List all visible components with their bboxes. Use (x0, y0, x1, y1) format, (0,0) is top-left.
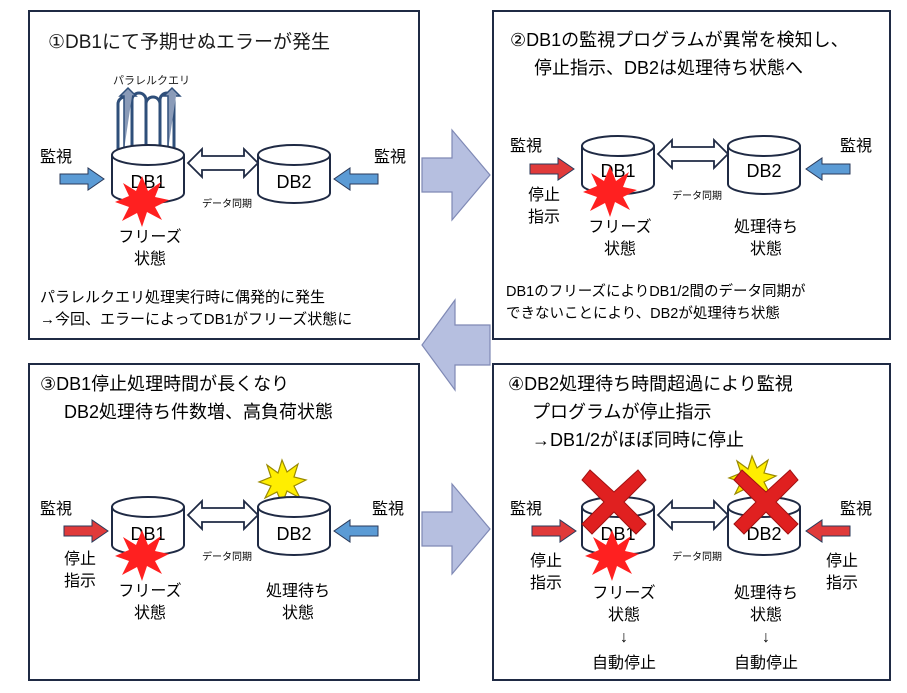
big-arrow-right-top (421, 128, 491, 222)
panel1-freeze-label-2: 状態 (134, 250, 166, 268)
panel4-stop-left-2: 指示 (530, 574, 562, 592)
panel4-stop-right-1: 停止 (826, 552, 858, 570)
panel1-monitor-right: 監視 (374, 148, 406, 166)
panel2-note-1: DB1のフリーズによりDB1/2間のデータ同期が (506, 282, 806, 300)
panel1-sync-arrow (187, 148, 259, 178)
panel4-wait-label-2: 状態 (750, 606, 782, 624)
panel3-db2-label: DB2 (276, 524, 311, 544)
panel2-monitor-right: 監視 (840, 137, 872, 155)
big-arrow-right-bottom (421, 482, 491, 576)
panel4-freeze-label-2: 状態 (608, 606, 640, 624)
panel3-sync-arrow (187, 500, 259, 530)
panel2-note-2: できないことにより、DB2が処理待ち状態 (506, 305, 780, 322)
panel2-sync-arrow (657, 139, 729, 169)
panel3-title-1: ③DB1停止処理時間が長くなり (40, 374, 289, 394)
panel4-freeze-label-1: フリーズ (592, 584, 655, 602)
panel3-wait-label-1: 処理待ち (266, 582, 330, 600)
panel2-stop-label-2: 指示 (528, 208, 560, 226)
panel2-db2-label: DB2 (746, 161, 781, 181)
panel3-wait-label-2: 状態 (282, 604, 314, 622)
panel3-monitor-left: 監視 (40, 500, 72, 518)
panel3-stop-label-1: 停止 (64, 550, 96, 568)
panel3-freeze-label-1: フリーズ (118, 582, 181, 600)
panel3-title-2: DB2処理待ち件数増、高負荷状態 (64, 402, 333, 422)
panel4-wait-label-1: 処理待ち (734, 584, 798, 602)
panel4-db2-label: DB2 (746, 524, 781, 544)
panel2-stop-arrow-left (529, 157, 575, 181)
panel4-title-3: →DB1/2がほぼ同時に停止 (532, 430, 744, 450)
panel2-monitor-left: 監視 (510, 137, 542, 155)
panel4-title-1: ④DB2処理待ち時間超過により監視 (508, 374, 793, 394)
panel4-stop-right-2: 指示 (826, 574, 858, 592)
panel4-sync-arrow (657, 500, 729, 530)
panel4-down-arrow-left: ↓ (620, 629, 628, 646)
panel1-monitor-arrow-right (333, 167, 379, 191)
panel1-note-1: パラレルクエリ処理実行時に偶発的に発生 (40, 289, 325, 306)
panel4-monitor-left: 監視 (510, 500, 542, 518)
panel2-stop-label-1: 停止 (528, 186, 560, 204)
panel1-monitor-arrow-left (59, 167, 105, 191)
panel1-db2-label: DB2 (276, 172, 311, 192)
panel3-monitor-arrow-right (333, 519, 379, 543)
panel2-sync-label: データ同期 (672, 189, 722, 202)
panel3-freeze-label-2: 状態 (134, 604, 166, 622)
panel2-title-2: 停止指示、DB2は処理待ち状態へ (534, 58, 803, 78)
panel2-freeze-label-1: フリーズ (588, 218, 651, 236)
panel4-stop-arrow-left (531, 519, 577, 543)
big-arrow-down-left (421, 298, 491, 392)
parallel-query-icon (116, 86, 182, 150)
panel1-monitor-left: 監視 (40, 148, 72, 166)
panel3-db1-label: DB1 (130, 524, 165, 544)
panel1-sync-label: データ同期 (202, 197, 252, 210)
panel1-title: ①DB1にて予期せぬエラーが発生 (48, 31, 330, 53)
panel4-stop-arrow-right (805, 519, 851, 543)
panel1-note-2: →今回、エラーによってDB1がフリーズ状態に (40, 311, 352, 328)
panel4-stop-left-1: 停止 (530, 552, 562, 570)
panel3-stop-label-2: 指示 (64, 572, 96, 590)
panel3-sync-label: データ同期 (202, 550, 252, 563)
panel1-db1-label: DB1 (130, 172, 165, 192)
panel4-sync-label: データ同期 (672, 550, 722, 563)
panel3-monitor-right: 監視 (372, 500, 404, 518)
panel2-monitor-arrow-right (805, 157, 851, 181)
panel2-title-1: ②DB1の監視プログラムが異常を検知し、 (510, 30, 849, 50)
panel4-auto-stop-left: 自動停止 (592, 654, 656, 672)
panel4-auto-stop-right: 自動停止 (734, 654, 798, 672)
panel2-freeze-label-2: 状態 (604, 240, 636, 258)
panel3-stop-arrow-left (63, 519, 109, 543)
panel4-monitor-right: 監視 (840, 500, 872, 518)
panel2-wait-label-1: 処理待ち (734, 218, 798, 236)
panel2-wait-label-2: 状態 (750, 240, 782, 258)
panel1-parallel-label: パラレルクエリ (113, 74, 190, 87)
panel1-freeze-label-1: フリーズ (118, 228, 181, 246)
panel4-title-2: プログラムが停止指示 (532, 402, 711, 422)
panel4-down-arrow-right: ↓ (762, 629, 770, 646)
